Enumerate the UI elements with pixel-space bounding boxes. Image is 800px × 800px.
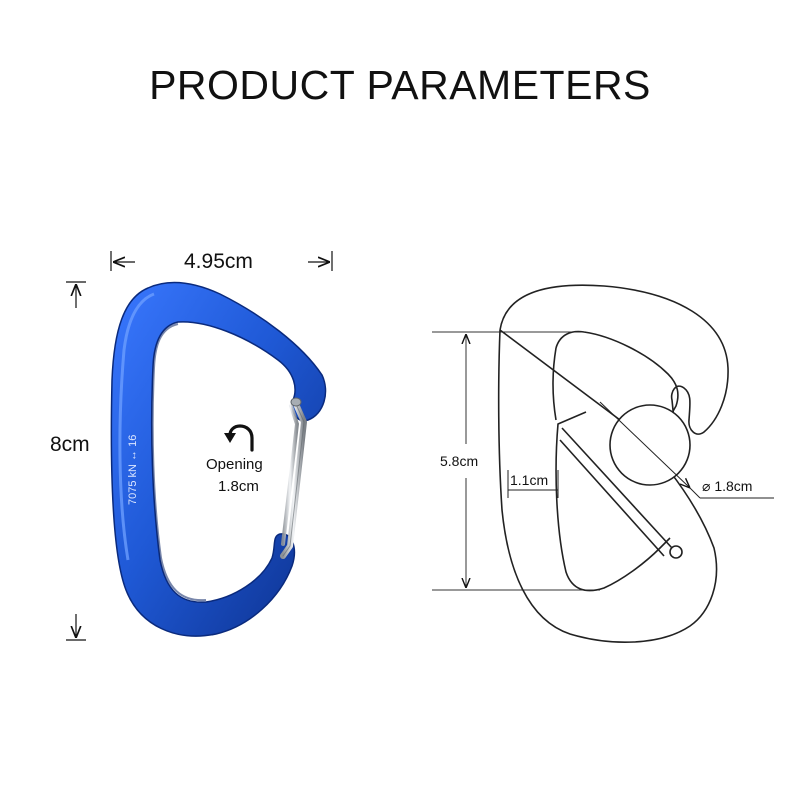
- drawing-diameter-label: ⌀ 1.8cm: [702, 478, 753, 494]
- drawing-wall-label: 1.1cm: [510, 472, 549, 488]
- wire-gate: [280, 397, 307, 559]
- photo-width-label: 4.95cm: [184, 250, 253, 273]
- carabiner-photo: 7075 kN ↔ 16: [110, 281, 327, 637]
- drawing-height-dimension: [432, 331, 600, 591]
- page-title: PRODUCT PARAMETERS: [149, 62, 651, 108]
- drawing-gate: [559, 427, 683, 559]
- rotate-arrow-icon: [224, 424, 254, 452]
- drawing-diameter-indicator: [599, 401, 774, 499]
- drawing-wall-dimension: [507, 470, 559, 498]
- technical-drawing: [432, 284, 774, 643]
- carabiner-inner-shadow: [151, 323, 207, 602]
- opening-label: Opening: [206, 456, 263, 473]
- carabiner-highlight: [118, 292, 155, 561]
- photo-height-label: 8cm: [50, 433, 90, 456]
- engraving-text: 7075 kN ↔ 16: [127, 435, 139, 505]
- photo-width-dimension: [110, 251, 333, 271]
- opening-value: 1.8cm: [218, 478, 259, 495]
- photo-height-dimension: [66, 281, 86, 641]
- drawing-height-label: 5.8cm: [440, 453, 479, 469]
- drawing-inner-outline: [552, 330, 679, 592]
- drawing-outer-outline: [497, 284, 729, 643]
